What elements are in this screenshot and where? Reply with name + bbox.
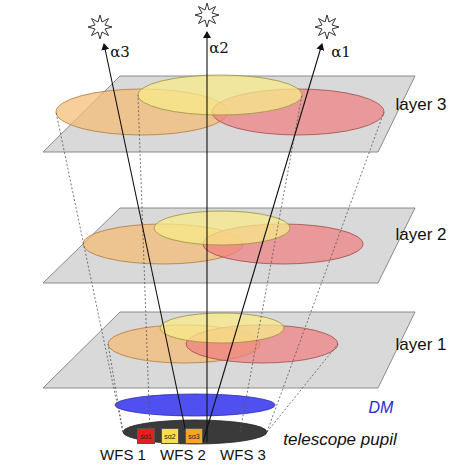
layer-label: layer 1 (395, 336, 446, 353)
angle-label: α3 (110, 45, 130, 60)
wfs-label: WFS 1 (100, 447, 146, 462)
layer-label: layer 3 (395, 96, 446, 113)
guide-star (88, 3, 339, 39)
footprint (138, 75, 302, 115)
wfs-box: sα3 (185, 428, 203, 444)
layer-plane (43, 76, 415, 152)
pupil-label: telescope pupil (283, 431, 396, 448)
layer-plane (43, 312, 415, 388)
wfs-box: sα2 (161, 428, 179, 444)
telescope-pupil (123, 420, 267, 444)
wfs-box: sα1 (137, 428, 155, 444)
footprint (160, 313, 284, 343)
slope-label: sα1 (140, 433, 151, 440)
cone-lines (56, 95, 384, 432)
slope-label: sα2 (164, 433, 175, 440)
layer-label: layer 2 (395, 226, 446, 243)
angle-label: α2 (209, 41, 229, 56)
angle-label: α1 (331, 45, 351, 60)
wfs-label: WFS 3 (220, 447, 266, 462)
deformable-mirror (115, 394, 275, 416)
line-of-sight (104, 32, 322, 442)
slope-label: sα3 (188, 433, 199, 440)
footprint (154, 211, 290, 245)
wfs-label: WFS 2 (160, 447, 206, 462)
dm-label: DM (369, 400, 394, 416)
layer-plane (43, 208, 415, 283)
